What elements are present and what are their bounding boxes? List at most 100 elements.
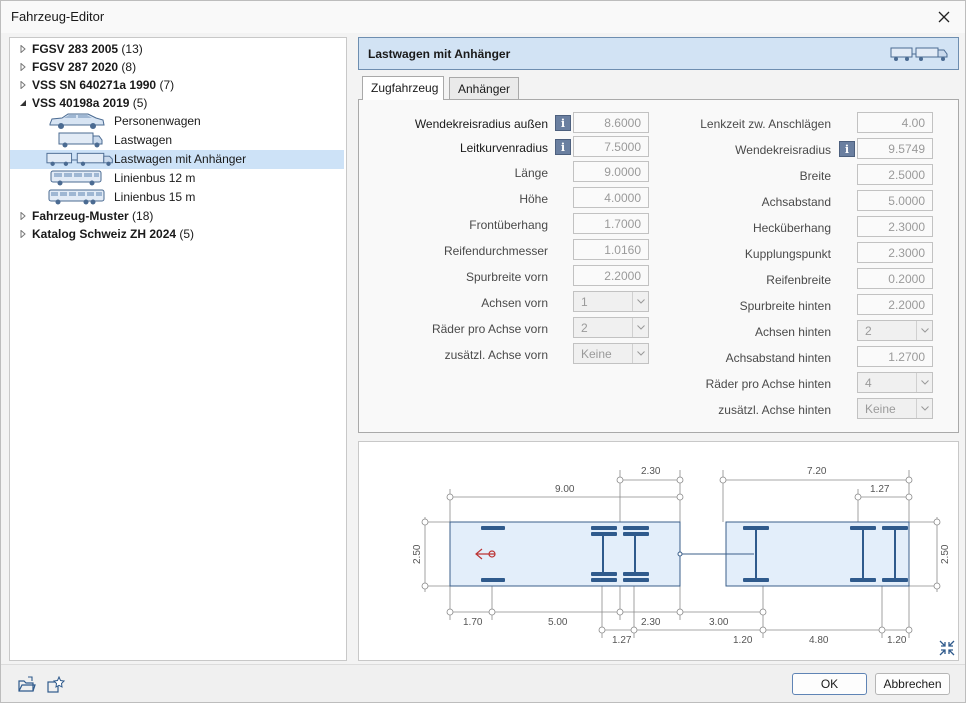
laenge-input[interactable]: 9.0000: [573, 161, 649, 182]
field-label: zusätzl. Achse hinten: [718, 403, 831, 417]
achsen-hinten-select[interactable]: 2: [857, 320, 933, 341]
chevron-down-icon[interactable]: [916, 373, 932, 392]
tree-group-label: FGSV 283 2005: [32, 42, 119, 56]
breite-input[interactable]: 2.5000: [857, 164, 933, 185]
expand-arrow-icon[interactable]: [19, 81, 27, 89]
field-row-wendekreisradius: Wendekreisradius: [659, 139, 831, 161]
leitkurvenradius-input[interactable]: 7.5000: [573, 136, 649, 157]
truck-trailer-icon: [46, 152, 113, 166]
wendekreisradius-input[interactable]: 9.5749: [857, 138, 933, 159]
tree-item-lastwagen-mit-anhaenger[interactable]: Lastwagen mit Anhänger: [10, 150, 344, 169]
truck-wheels: [481, 526, 649, 582]
field-row-lenkzeit: Lenkzeit zw. Anschlägen: [659, 113, 831, 135]
achsabstand-input[interactable]: 5.0000: [857, 190, 933, 211]
tree-group-fgsv-287[interactable]: FGSV 287 2020 (8): [10, 58, 346, 76]
reifenbreite-input[interactable]: 0.2000: [857, 268, 933, 289]
raeder-pro-achse-hinten-select[interactable]: 4: [857, 372, 933, 393]
spurbreite-hinten-input[interactable]: 2.2000: [857, 294, 933, 315]
dim-trailer-rear: 1.20: [887, 635, 907, 646]
cancel-button[interactable]: Abbrechen: [875, 673, 950, 695]
reifendurchmesser-input[interactable]: 1.0160: [573, 239, 649, 260]
achsabstand-hinten-input[interactable]: 1.2700: [857, 346, 933, 367]
field-row-achsabstand: Achsabstand: [659, 191, 831, 213]
vehicle-header: Lastwagen mit Anhänger: [358, 37, 959, 70]
tree-item-label: Linienbus 12 m: [114, 171, 196, 185]
open-folder-icon[interactable]: [18, 676, 36, 694]
kupplungspunkt-input[interactable]: 2.3000: [857, 242, 933, 263]
field-label: Reifendurchmesser: [443, 244, 548, 258]
raeder-pro-achse-vorn-select[interactable]: 2: [573, 317, 649, 338]
tree-group-vss-40198a[interactable]: VSS 40198a 2019 (5): [10, 94, 346, 112]
info-icon[interactable]: i: [555, 115, 571, 131]
tree-group-katalog-zh[interactable]: Katalog Schweiz ZH 2024 (5): [10, 225, 346, 243]
frontueberhang-input[interactable]: 1.7000: [573, 213, 649, 234]
tree-item-personenwagen[interactable]: Personenwagen: [10, 112, 346, 131]
info-icon[interactable]: i: [555, 139, 571, 155]
field-row-wendekreisradius-aussen: Wendekreisradius außen: [359, 113, 548, 135]
tree-item-label: Personenwagen: [114, 114, 201, 128]
tree-group-vss-640271a[interactable]: VSS SN 640271a 1990 (7): [10, 76, 346, 94]
dim-truck-length: 9.00: [555, 484, 575, 495]
bus-icon: [50, 170, 102, 186]
heckueberhang-input[interactable]: 2.3000: [857, 216, 933, 237]
field-label: Leitkurvenradius: [459, 141, 548, 155]
field-label: Achsen hinten: [754, 325, 831, 339]
field-row-spurbreite-hinten: Spurbreite hinten: [659, 295, 831, 317]
expand-arrow-icon[interactable]: [19, 63, 27, 71]
info-icon[interactable]: i: [839, 141, 855, 157]
window-title: Fahrzeug-Editor: [11, 9, 105, 24]
tree-group-fahrzeug-muster[interactable]: Fahrzeug-Muster (18): [10, 207, 346, 225]
select-value: 2: [865, 324, 872, 338]
chevron-down-icon[interactable]: [916, 399, 932, 418]
wendekreisradius-aussen-input[interactable]: 8.6000: [573, 112, 649, 133]
lenkzeit-input[interactable]: 4.00: [857, 112, 933, 133]
tree-item-lastwagen[interactable]: Lastwagen: [10, 131, 346, 150]
close-button[interactable]: [931, 5, 957, 29]
zusaetzl-achse-hinten-select[interactable]: Keine: [857, 398, 933, 419]
zusaetzl-achse-vorn-select[interactable]: Keine: [573, 343, 649, 364]
ok-button[interactable]: OK: [792, 673, 867, 695]
field-label: Kupplungspunkt: [744, 247, 831, 261]
tree-item-linienbus-12[interactable]: Linienbus 12 m: [10, 169, 346, 188]
tree-group-label: VSS SN 640271a 1990: [32, 78, 157, 92]
title-bar: Fahrzeug-Editor: [1, 1, 965, 33]
tab-anhaenger[interactable]: Anhänger: [449, 77, 519, 100]
tree-group-fgsv-283[interactable]: FGSV 283 2005 (13): [10, 40, 346, 58]
properties-panel: Wendekreisradius außen i 8.6000 Leitkurv…: [358, 99, 959, 433]
chevron-down-icon[interactable]: [916, 321, 932, 340]
chevron-down-icon[interactable]: [632, 318, 648, 337]
field-row-spurbreite-vorn: Spurbreite vorn: [359, 266, 548, 288]
field-row-zusaetzl-achse-vorn: zusätzl. Achse vorn: [359, 344, 548, 366]
hoehe-input[interactable]: 4.0000: [573, 187, 649, 208]
expand-arrow-icon[interactable]: [19, 45, 27, 53]
field-label: Wendekreisradius: [735, 143, 831, 157]
dim-wheelbase: 5.00: [548, 617, 568, 628]
field-row-leitkurvenradius: Leitkurvenradius: [359, 137, 548, 159]
dimension-svg: 9.00 2.30 7.20 1.27 2.50 2.50 1.70 5.00 …: [412, 466, 955, 656]
trailer-wheels: [743, 526, 908, 582]
tree-group-count: (5): [179, 227, 195, 241]
expand-arrow-icon[interactable]: [19, 230, 27, 238]
close-icon: [938, 11, 950, 23]
field-label: zusätzl. Achse vorn: [444, 348, 548, 362]
field-row-kupplungspunkt: Kupplungspunkt: [659, 243, 831, 265]
tab-zugfahrzeug[interactable]: Zugfahrzeug: [362, 76, 444, 100]
achsen-vorn-select[interactable]: 1: [573, 291, 649, 312]
select-value: 1: [581, 295, 588, 309]
tree-group-label: FGSV 287 2020: [32, 60, 119, 74]
tree-item-linienbus-15[interactable]: Linienbus 15 m: [10, 188, 346, 207]
favorite-icon[interactable]: [47, 676, 65, 694]
dim-trailer-front: 1.20: [733, 635, 753, 646]
dim-drawbar: 3.00: [709, 617, 729, 628]
expand-arrow-icon[interactable]: [19, 212, 27, 220]
select-value: 4: [865, 376, 872, 390]
chevron-down-icon[interactable]: [632, 292, 648, 311]
fit-view-icon[interactable]: [939, 640, 955, 656]
collapse-arrow-icon[interactable]: [19, 99, 27, 107]
field-row-achsen-hinten: Achsen hinten: [659, 321, 831, 343]
chevron-down-icon[interactable]: [632, 344, 648, 363]
tree-item-label: Linienbus 15 m: [114, 190, 196, 204]
spurbreite-vorn-input[interactable]: 2.2000: [573, 265, 649, 286]
field-label: Räder pro Achse hinten: [705, 377, 831, 391]
